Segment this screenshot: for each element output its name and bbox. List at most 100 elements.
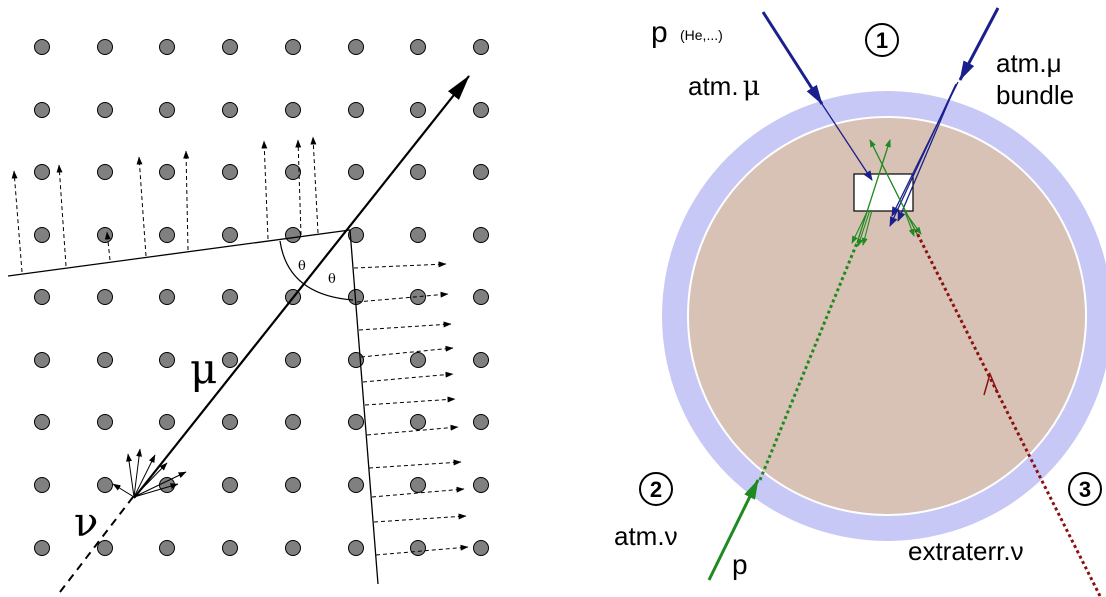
extraterr-neutrino-track [914,230,1102,597]
detector-module-dot [285,477,301,493]
detector-module-dot [97,352,113,368]
detector-module-dot [34,102,50,118]
detector-module-dot [473,289,489,305]
bundle-muon-track-2 [897,83,957,222]
shower-arrow [133,471,187,498]
detector-module-dot [348,227,364,243]
detector-module-dot [473,477,489,493]
detector-module-dot [410,227,426,243]
photon-arrow [261,140,269,240]
photon-arrow [310,136,319,234]
detector-module-dot [159,227,175,243]
photon-arrow [136,156,147,257]
detector-module-dot [34,289,50,305]
detector-module-grid [34,39,489,556]
detector-module-dot [222,102,238,118]
detector-module-dot [285,164,301,180]
marker-2-text: 2 [650,477,662,502]
shower-arrow [133,483,179,498]
detector-module-dot [222,540,238,556]
detector-module-dot [473,352,489,368]
atm-neutrino-track [758,242,859,481]
detector-module-dot [97,477,113,493]
detector-module-dot [473,164,489,180]
detector-module-dot [222,477,238,493]
photon-arrow [358,321,452,331]
photon-arrow [360,345,454,358]
neutrino-label: ν [74,500,98,546]
detector-module-dot [159,39,175,55]
photon-arrow [56,164,67,267]
detector-module-dot [473,414,489,430]
interaction-vertex-shower [112,448,187,498]
detector-module-dot [34,39,50,55]
detector-module-dot [348,477,364,493]
detector-module-dot [34,164,50,180]
detector-module-dot [97,227,113,243]
photon-arrow [104,231,111,261]
secondary-arrow [851,209,869,244]
atm-neutrino-proton-track [707,479,760,581]
photon-arrows-right [353,261,469,556]
green-secondary-arrows [851,209,922,247]
detector-module-dot [410,164,426,180]
shower-arrow [133,454,156,498]
detector-module-dot [159,414,175,430]
detector-module-dot [222,164,238,180]
muon-track [133,75,470,499]
atm-muon-label: atm.μ [688,71,760,102]
photon-arrow [356,291,449,303]
detector-module-dot [410,540,426,556]
detector-module-dot [473,540,489,556]
atm-muon-label-text: atm. [688,71,739,101]
detector-module-dot [159,102,175,118]
secondary-arrow [904,211,922,235]
detector-module-dot [34,227,50,243]
marker-1-text: 1 [876,28,888,53]
detector-module-dot [410,477,426,493]
photon-arrow [353,261,447,269]
atm-muon-label-symbol: μ [743,71,761,102]
detector-module-dot [285,540,301,556]
detector-module-dot [348,102,364,118]
photon-arrow [364,396,456,406]
photon-arrow [375,544,469,556]
photon-arrow [183,150,190,251]
detector-module-dot [285,39,301,55]
detector-module-dot [348,414,364,430]
marker-3: 3 [1068,472,1102,506]
photon-arrows-upper [11,136,319,273]
muon-bundle-label-line1: atm.μ [996,48,1062,78]
detector-module-dot [34,540,50,556]
green-crossing-track [869,139,919,237]
marker-1: 1 [865,23,899,57]
detector-module-dot [97,39,113,55]
detector-module-dot [97,102,113,118]
photon-arrow [371,486,465,498]
detector-module-dot [285,227,301,243]
atm-neutrino-label: atm.ν [614,521,678,551]
proton-label-bottom: p [732,549,748,580]
detector-module-dot [97,164,113,180]
photon-arrow [295,139,302,236]
neutrino-track [59,496,134,593]
detector-module-dot [410,352,426,368]
extraterr-direction-arrowhead [983,371,999,396]
detector-module-dot [222,352,238,368]
secondary-arrow [857,209,871,247]
detector-module-dot [410,39,426,55]
marker-1-circle [865,23,899,57]
detector-module-dot [34,352,50,368]
detector-module-dot [222,39,238,55]
detector-module-dot [410,414,426,430]
upgoing-muon-track [856,139,891,244]
detector-module-dot [222,414,238,430]
atm-muon-track [819,100,873,181]
detector-module-dot [159,477,175,493]
cherenkov-angle-arc [279,240,354,301]
right-panel: p (He,...) atm.μ atm.μ bundle 1 2 3 atm.… [614,7,1106,597]
photon-arrow [11,170,23,273]
bundle-primary-track [958,7,1000,81]
detector-module-dot [410,102,426,118]
